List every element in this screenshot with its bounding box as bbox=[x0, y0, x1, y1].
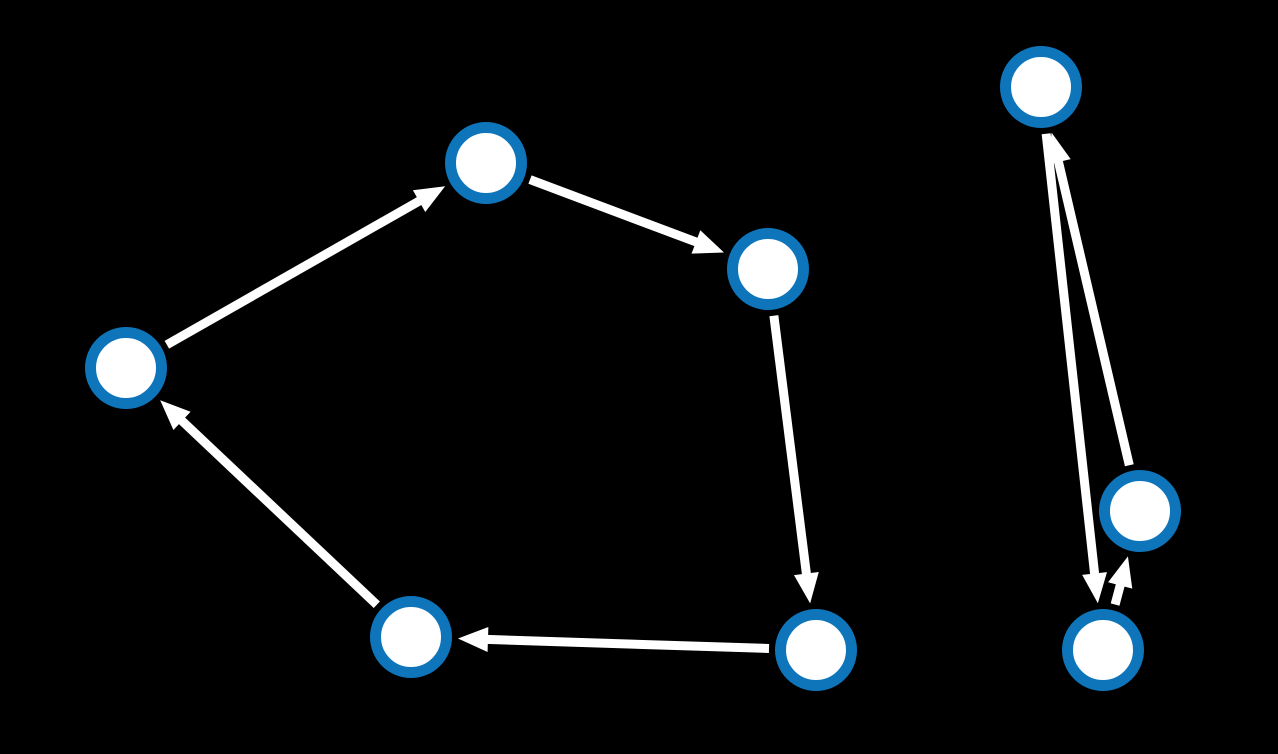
edge-arrowhead-icon bbox=[793, 572, 819, 604]
node-circle[interactable] bbox=[370, 596, 452, 678]
node-circle[interactable] bbox=[1099, 470, 1181, 552]
edge-line bbox=[164, 194, 427, 349]
edge-arrowhead-icon bbox=[1082, 572, 1107, 604]
node-circle[interactable] bbox=[1000, 46, 1082, 128]
edge-line bbox=[1041, 133, 1100, 580]
node-circle[interactable] bbox=[775, 609, 857, 691]
edge-arrowhead-icon bbox=[412, 186, 446, 212]
edge-arrowhead-icon bbox=[1108, 556, 1133, 589]
edge-arrowhead-icon bbox=[160, 400, 191, 430]
node-left[interactable] bbox=[85, 327, 167, 409]
node-circle[interactable] bbox=[1062, 609, 1144, 691]
node-layer bbox=[85, 46, 1181, 691]
node-bottom-left[interactable] bbox=[370, 596, 452, 678]
graph-edge bbox=[1041, 133, 1107, 604]
edge-line bbox=[1052, 155, 1134, 467]
graph-edge bbox=[1108, 556, 1133, 606]
node-top-mid[interactable] bbox=[727, 228, 809, 310]
graph-edge bbox=[1046, 132, 1134, 467]
graph-edge bbox=[457, 626, 770, 653]
edge-arrowhead-icon bbox=[691, 230, 725, 254]
node-bottom-mid[interactable] bbox=[775, 609, 857, 691]
graph-edge bbox=[528, 175, 725, 254]
graph-edge bbox=[769, 315, 819, 604]
graph-edge bbox=[164, 186, 446, 349]
edge-line bbox=[174, 413, 380, 609]
graph-edge bbox=[160, 400, 380, 609]
edge-line bbox=[528, 175, 703, 249]
node-right[interactable] bbox=[1099, 470, 1181, 552]
edge-arrowhead-icon bbox=[457, 626, 489, 652]
node-circle[interactable] bbox=[445, 122, 527, 204]
node-bottom-right[interactable] bbox=[1062, 609, 1144, 691]
node-circle[interactable] bbox=[85, 327, 167, 409]
edge-line bbox=[769, 315, 812, 580]
edge-layer bbox=[160, 132, 1134, 653]
node-top-left[interactable] bbox=[445, 122, 527, 204]
node-top-right[interactable] bbox=[1000, 46, 1082, 128]
edge-arrowhead-icon bbox=[1046, 132, 1071, 165]
node-circle[interactable] bbox=[727, 228, 809, 310]
edge-line bbox=[482, 634, 770, 653]
